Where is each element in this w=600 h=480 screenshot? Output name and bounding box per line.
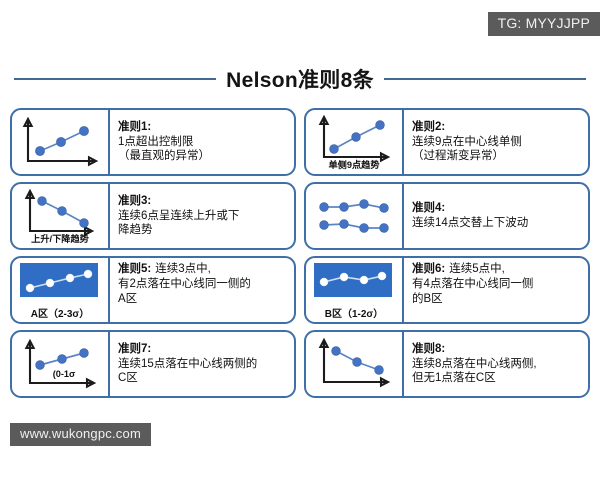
- rule-chart-4: [306, 184, 404, 248]
- chart-zone-b-icon: [314, 263, 392, 297]
- chart-line-down-icon: 上升/下降趋势: [24, 188, 95, 244]
- rule-chart-3: 上升/下降趋势: [12, 184, 110, 248]
- rule-text-3: 准则3: 连续6点呈连续上升或下 降趋势: [110, 184, 294, 248]
- chart-caption-5: A区（2-3σ）: [30, 309, 90, 320]
- rule-desc-5-0: 连续3点中,: [155, 263, 211, 275]
- chart-caption-7: (0-1σ: [53, 369, 76, 379]
- chart-two-rows-icon: [319, 199, 389, 233]
- rule-card-4[interactable]: 准则4: 连续14点交替上下波动: [304, 182, 590, 250]
- rule-chart-2: 单侧9点趋势: [306, 110, 404, 174]
- rule-title-4: 准则4:: [412, 202, 446, 215]
- chart-line-up-icon: [22, 116, 99, 167]
- rule-desc-2-0: 连续9点在中心线单侧: [412, 135, 522, 148]
- chart-zone-a-icon: [20, 263, 98, 297]
- rule-desc-7-0: 连续15点落在中心线两侧的: [118, 357, 258, 370]
- rule-card-1[interactable]: 准则1: 1点超出控制限 （最直观的异常）: [10, 108, 296, 176]
- rule-card-8[interactable]: 准则8: 连续8点落在中心线两侧, 但无1点落在C区: [304, 330, 590, 398]
- rule-desc-1-1: （最直观的异常）: [118, 150, 210, 163]
- rule-text-2: 准则2: 连续9点在中心线单侧 （过程渐变异常）: [404, 110, 588, 174]
- rule-desc-7-1: C区: [118, 372, 138, 385]
- rule-desc-5-1: 有2点落在中心线同一侧的: [118, 277, 251, 290]
- rule-chart-8: [306, 332, 404, 396]
- rule-desc-6-1: 有4点落在中心线同一侧: [412, 277, 534, 290]
- rule-title-3: 准则3:: [118, 194, 152, 207]
- rule-title-6: 准则6:: [412, 263, 446, 275]
- rule-desc-6-2: 的B区: [412, 292, 443, 305]
- chart-caption-2: 单侧9点趋势: [328, 159, 380, 170]
- rule-card-2[interactable]: 单侧9点趋势 准则2: 连续9点在中心线单侧 （过程渐变异常）: [304, 108, 590, 176]
- rule-card-3[interactable]: 上升/下降趋势 准则3: 连续6点呈连续上升或下 降趋势: [10, 182, 296, 250]
- rule-title-7: 准则7:: [118, 342, 152, 355]
- rule-desc-1-0: 1点超出控制限: [118, 135, 194, 148]
- rule-desc-3-0: 连续6点呈连续上升或下: [118, 209, 240, 222]
- rule-card-6[interactable]: B区（1-2σ） 准则6:连续5点中, 有4点落在中心线同一侧 的B区: [304, 256, 590, 324]
- rule-title-8: 准则8:: [412, 342, 446, 355]
- chart-line-up-shallow-icon: (0-1σ: [24, 338, 97, 389]
- rule-desc-6-0: 连续5点中,: [449, 263, 505, 275]
- rule-card-5[interactable]: A区（2-3σ） 准则5:连续3点中, 有2点落在中心线同一侧的 A区: [10, 256, 296, 324]
- rule-title-5: 准则5:: [118, 263, 152, 275]
- rule-chart-6: B区（1-2σ）: [306, 258, 404, 322]
- rule-desc-4-0: 连续14点交替上下波动: [412, 217, 529, 229]
- chart-caption-3: 上升/下降趋势: [31, 233, 89, 244]
- rule-desc-2-1: （过程渐变异常）: [412, 150, 504, 163]
- rule-chart-1: [12, 110, 110, 174]
- rule-text-5: 准则5:连续3点中, 有2点落在中心线同一侧的 A区: [110, 258, 294, 322]
- rule-title-2: 准则2:: [412, 120, 446, 133]
- rule-text-6: 准则6:连续5点中, 有4点落在中心线同一侧 的B区: [404, 258, 588, 322]
- chart-line-down-curve-icon: [318, 337, 391, 388]
- title-rule-right: [383, 78, 587, 80]
- chart-line-up-steep-icon: 单侧9点趋势: [318, 114, 391, 170]
- rule-chart-7: (0-1σ: [12, 332, 110, 396]
- rule-text-8: 准则8: 连续8点落在中心线两侧, 但无1点落在C区: [404, 332, 588, 396]
- rule-desc-3-1: 降趋势: [118, 224, 153, 237]
- rule-text-1: 准则1: 1点超出控制限 （最直观的异常）: [110, 110, 294, 174]
- rule-desc-5-2: A区: [118, 292, 138, 305]
- page-title: Nelson准则8条: [226, 69, 374, 92]
- rule-title-1: 准则1:: [118, 120, 152, 133]
- title-rule-left: [14, 78, 217, 80]
- rule-card-7[interactable]: (0-1σ 准则7: 连续15点落在中心线两侧的 C区: [10, 330, 296, 398]
- rules-grid: 准则1: 1点超出控制限 （最直观的异常） 单侧9点趋势 准则2: 连续9点在中…: [10, 108, 590, 398]
- rule-text-7: 准则7: 连续15点落在中心线两侧的 C区: [110, 332, 294, 396]
- chart-caption-6: B区（1-2σ）: [324, 309, 384, 320]
- website-watermark: www.wukongpc.com: [10, 422, 151, 446]
- rule-text-4: 准则4: 连续14点交替上下波动: [404, 184, 588, 248]
- rule-desc-8-1: 但无1点落在C区: [412, 372, 496, 385]
- telegram-watermark: TG: MYYJJPP: [487, 12, 600, 37]
- rule-chart-5: A区（2-3σ）: [12, 258, 110, 322]
- rule-desc-8-0: 连续8点落在中心线两侧,: [412, 357, 537, 370]
- page-title-bar: Nelson准则8条: [0, 64, 600, 94]
